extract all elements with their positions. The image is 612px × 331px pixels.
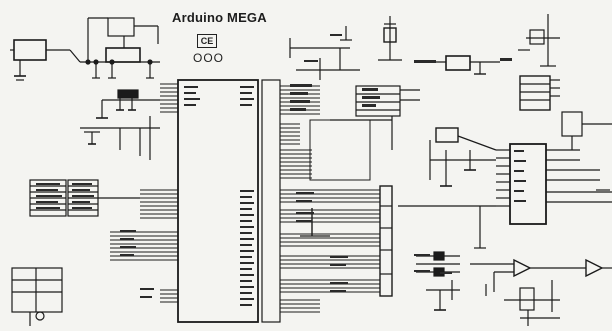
power-header-connector bbox=[330, 85, 420, 150]
usb-controller-chip bbox=[496, 111, 612, 225]
power-regulator-circuit bbox=[10, 17, 160, 81]
opamp-circuit bbox=[470, 258, 612, 326]
reset-circuit bbox=[289, 16, 402, 80]
aux-components bbox=[416, 251, 460, 311]
pin-label-glyphs bbox=[36, 34, 526, 306]
usb-interface bbox=[420, 14, 560, 111]
mcu-chip bbox=[177, 79, 281, 323]
board-symbol: OOO bbox=[193, 51, 225, 65]
usb-crystal-circuit bbox=[398, 127, 497, 249]
crystal-oscillator bbox=[80, 89, 160, 160]
left-analog-headers bbox=[11, 179, 140, 326]
mcu-left-pins bbox=[110, 83, 178, 303]
digital-header-connector bbox=[300, 119, 393, 297]
board-title: Arduino MEGA bbox=[172, 10, 267, 25]
ce-mark-logo: CE bbox=[197, 34, 217, 48]
